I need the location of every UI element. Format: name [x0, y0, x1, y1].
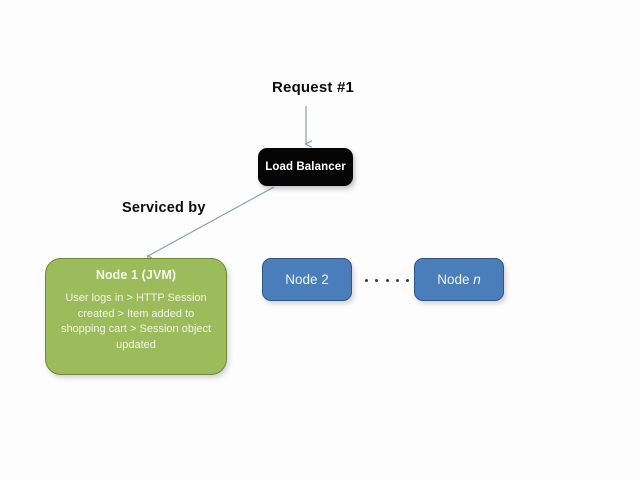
- node-n-label-variable: n: [473, 272, 481, 287]
- node-2-label: Node 2: [285, 272, 329, 287]
- node-n[interactable]: Node n: [414, 258, 504, 301]
- node-1-jvm[interactable]: Node 1 (JVM) User logs in > HTTP Session…: [45, 258, 227, 375]
- connector-load-balancer-to-node-1: [147, 186, 275, 263]
- serviced-by-label: Serviced by: [122, 200, 206, 216]
- ellipsis-dot: [365, 278, 368, 282]
- node-2[interactable]: Node 2: [262, 258, 352, 301]
- ellipsis-dot: [406, 278, 409, 282]
- node-1-title: Node 1 (JVM): [95, 268, 177, 282]
- ellipsis-dots: [365, 274, 409, 286]
- request-label: Request #1: [272, 79, 355, 96]
- node-n-label-prefix: Node: [437, 272, 474, 287]
- load-balancer-node[interactable]: Load Balancer: [258, 148, 353, 186]
- ellipsis-dot: [375, 278, 379, 282]
- node-1-session-description: User logs in > HTTP Session created > It…: [60, 292, 212, 351]
- load-balancer-label: Load Balancer: [265, 161, 346, 173]
- ellipsis-dot: [395, 278, 399, 282]
- ellipsis-dot: [385, 278, 389, 282]
- node-n-label: Node n: [437, 272, 481, 287]
